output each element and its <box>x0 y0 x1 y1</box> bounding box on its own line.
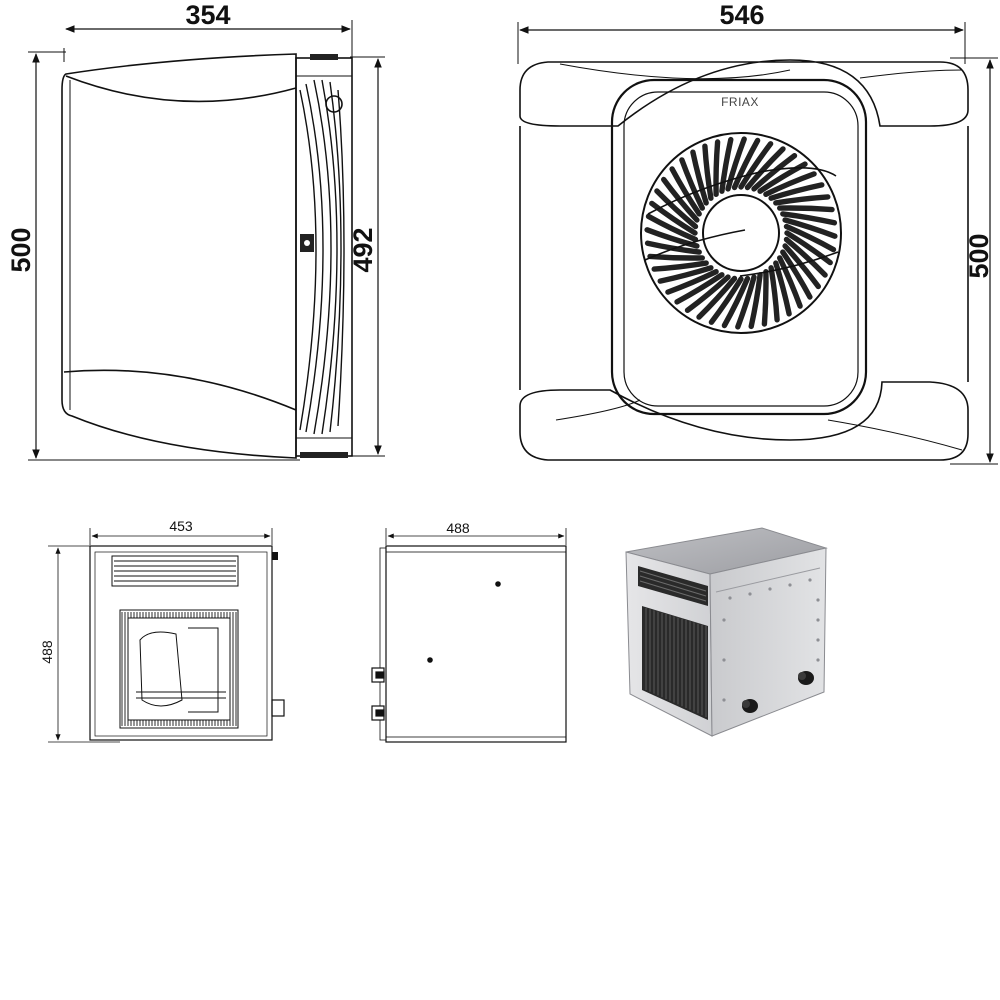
fan-slot <box>674 272 725 305</box>
render-hole <box>722 618 726 622</box>
fan-slot <box>748 272 763 330</box>
front-panel-outer <box>610 78 868 416</box>
render-hole <box>816 638 820 642</box>
fan-slot <box>679 157 705 211</box>
fan-slot <box>731 137 761 191</box>
fan-slot <box>744 146 786 191</box>
fan-slot <box>782 243 821 290</box>
render-hole <box>768 587 772 591</box>
fan-slot <box>651 260 709 272</box>
dim-label-492: 492 <box>348 227 378 272</box>
fan-slot <box>669 166 702 217</box>
front-bottom-cushion <box>519 381 969 461</box>
render-hole <box>722 658 726 662</box>
fan-slot <box>696 275 738 320</box>
mount-hole-icon <box>325 95 343 113</box>
fan-slot <box>780 249 813 300</box>
render-hole <box>748 592 752 596</box>
unit-side-frame <box>385 545 567 743</box>
dim-label-488-front: 488 <box>39 640 55 664</box>
fan-slot <box>777 205 835 213</box>
side-louvres <box>299 79 345 435</box>
fan-slot <box>763 171 817 197</box>
dim-label-453: 453 <box>169 518 193 534</box>
brand-logo: FRIAX <box>721 95 759 109</box>
fan-slot <box>654 188 699 230</box>
dim-label-500-side: 500 <box>6 227 36 272</box>
dim-label-488-side: 488 <box>446 520 470 536</box>
fan-slot <box>684 274 731 313</box>
side-view <box>28 20 385 461</box>
fan-slot <box>721 275 751 329</box>
fan-slot <box>782 217 838 239</box>
fan-slot <box>773 260 792 317</box>
dim-label-354: 354 <box>185 0 230 30</box>
fan-grille <box>640 132 842 334</box>
render-hole <box>808 578 812 582</box>
side-connector <box>271 699 285 717</box>
fan-slot <box>647 253 705 261</box>
unit-front-view <box>48 528 285 743</box>
render-hole <box>816 598 820 602</box>
housing-body <box>61 53 297 459</box>
fan-slot <box>768 182 825 201</box>
fan-slot <box>780 211 838 226</box>
fan-slot <box>761 269 769 327</box>
fan-slot <box>773 194 831 206</box>
fan-slot <box>649 200 698 236</box>
product-render <box>625 527 828 737</box>
fan-slot <box>738 141 774 190</box>
render-side-face <box>709 547 827 737</box>
compressor-shape <box>139 631 183 707</box>
fan-slot <box>768 265 780 323</box>
fan-slot <box>725 136 747 192</box>
fan-slot <box>657 265 714 284</box>
render-hole <box>816 618 820 622</box>
housing-top-curve <box>65 75 297 103</box>
condenser-coil <box>119 609 239 729</box>
fan-slot <box>661 176 700 223</box>
unit-side-view <box>371 528 567 743</box>
fan-slot <box>719 136 734 194</box>
fan-slot <box>751 153 798 192</box>
fan-slot <box>690 149 709 206</box>
top-vent-slats <box>114 560 236 582</box>
fan-slot <box>757 161 808 194</box>
render-hole <box>728 596 732 600</box>
fan-slot <box>665 269 719 295</box>
fan-slot <box>735 274 757 330</box>
fan-slot <box>713 139 721 197</box>
front-top-cushion <box>519 59 969 127</box>
render-hole <box>788 583 792 587</box>
fan-slot <box>784 230 833 266</box>
housing-bottom-curve <box>63 369 297 411</box>
fan-slot <box>645 213 699 243</box>
fan-slot <box>783 223 837 253</box>
fan-slot <box>644 227 700 249</box>
unit-front-frame <box>89 545 273 741</box>
render-hole <box>816 658 820 662</box>
front-view <box>517 22 998 465</box>
fan-slot <box>708 276 744 325</box>
top-vent <box>111 555 239 587</box>
pipe-connectors <box>371 667 385 721</box>
render-hole <box>722 698 726 702</box>
fan-slot <box>783 236 828 278</box>
front-panel-inner <box>623 91 859 407</box>
dim-label-500-front: 500 <box>964 233 994 278</box>
fan-slot <box>777 255 803 309</box>
dim-label-546: 546 <box>719 0 764 30</box>
fan-slot <box>702 143 714 201</box>
